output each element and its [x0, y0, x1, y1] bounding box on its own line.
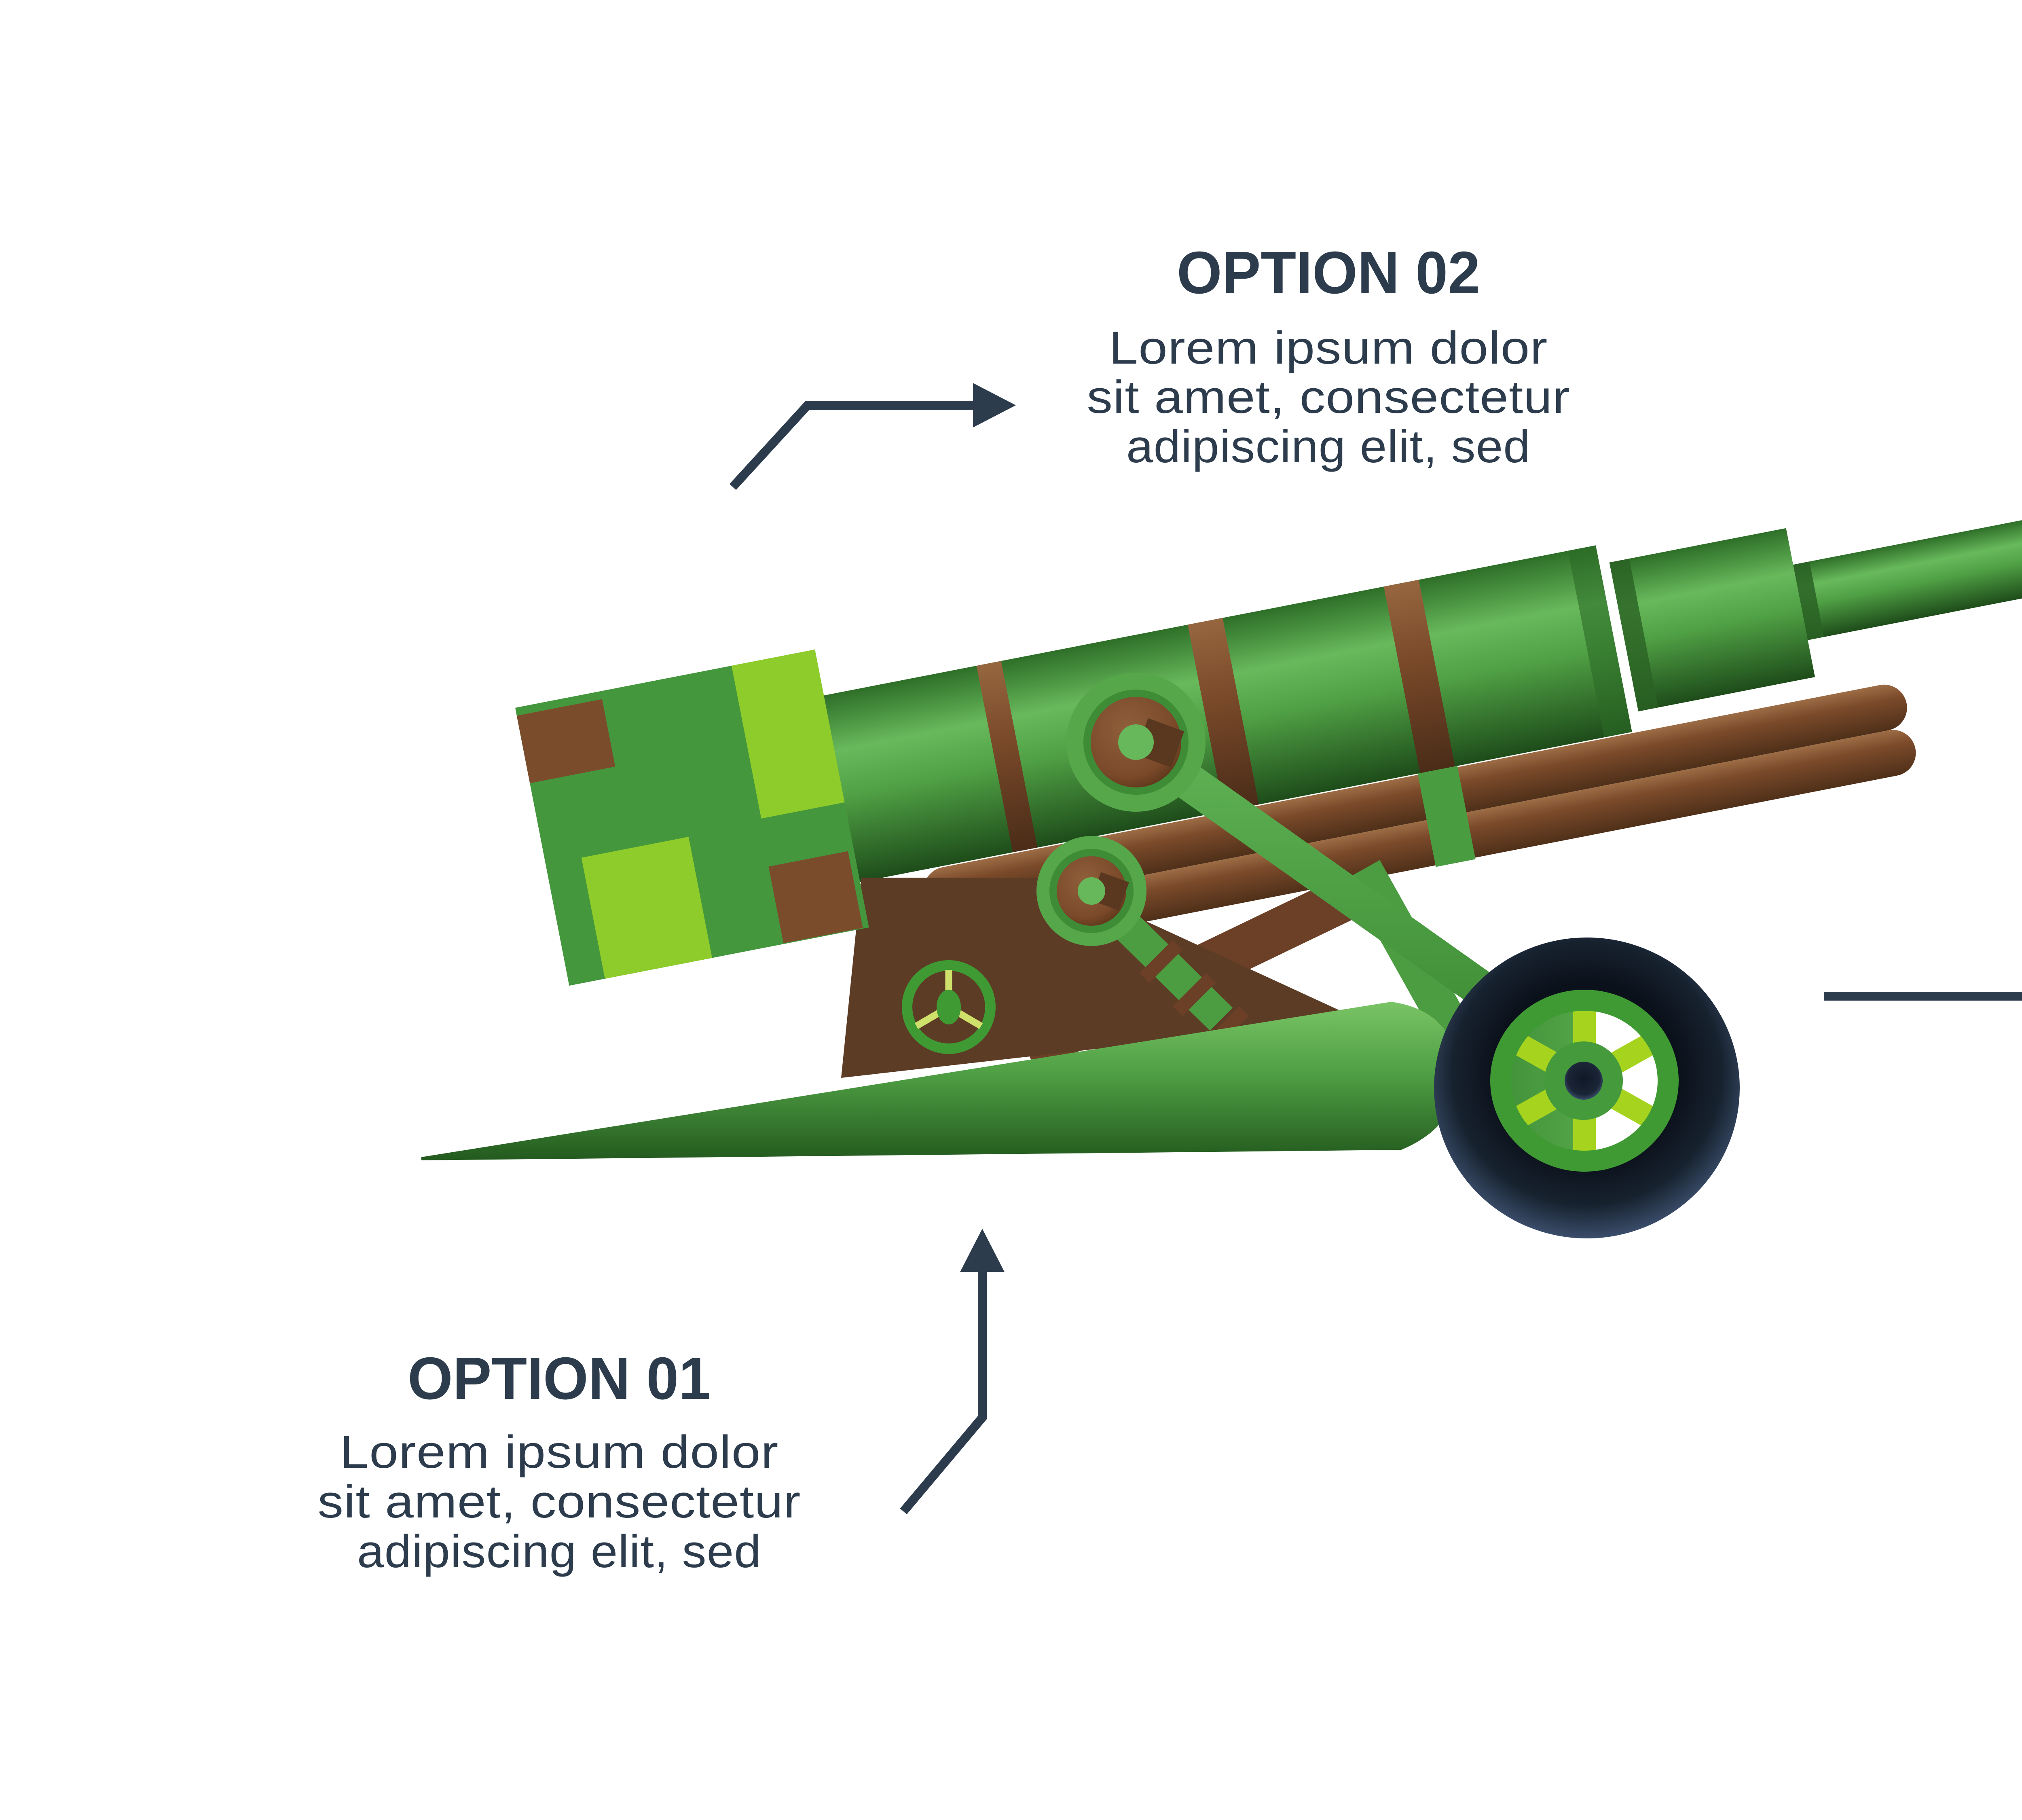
option-01-description-line: adipiscing elit, sed	[357, 1526, 761, 1577]
barrel-step-shadow	[1791, 561, 1824, 641]
barrel-sleeve	[1609, 528, 1815, 711]
option-01-block: OPTION 01 Lorem ipsum dolor sit amet, co…	[318, 1345, 801, 1577]
breech-camo-block	[515, 649, 869, 986]
tube-band	[1417, 766, 1476, 867]
camo-patch-brown	[516, 699, 615, 783]
trunnion-disc-large	[1066, 673, 1206, 812]
option-02-description-line: Lorem ipsum dolor	[1109, 322, 1548, 374]
option-02-block: OPTION 02 Lorem ipsum dolor sit amet, co…	[1087, 239, 1570, 472]
screw-band	[1172, 973, 1216, 1016]
barrel-assembly	[796, 460, 2022, 959]
hub-center	[1565, 1062, 1603, 1100]
handwheel	[902, 960, 996, 1054]
camo-patch-lime	[581, 837, 712, 979]
option-02-arrow-icon	[729, 383, 1016, 490]
housing-end-shadow	[1568, 545, 1632, 738]
sleeve-step-shadow	[1609, 559, 1658, 711]
option-01-description-line: sit amet, consectetur	[318, 1476, 801, 1528]
housing-band	[1383, 580, 1455, 773]
barrel-mid-section	[1791, 460, 2022, 641]
option-02-description-line: sit amet, consectetur	[1087, 372, 1570, 423]
handwheel-hub	[937, 990, 961, 1024]
wheel-rim	[1490, 990, 1679, 1172]
housing-band	[1187, 618, 1259, 811]
screw-band	[1139, 940, 1183, 983]
camo-patch-lime	[731, 649, 845, 819]
handwheel-ring	[902, 960, 996, 1054]
trunnion-disc-small	[1036, 836, 1146, 946]
cannon-illustration	[421, 460, 2022, 1238]
option-01-description-line: Lorem ipsum dolor	[340, 1426, 779, 1478]
wheel	[1434, 938, 1740, 1238]
option-01-arrow-icon	[900, 1229, 1005, 1515]
recuperator-tube	[924, 684, 1907, 913]
option-02-title: OPTION 02	[1177, 239, 1480, 306]
housing-band	[976, 661, 1038, 853]
trail-blade	[421, 1002, 1459, 1160]
option-01-title: OPTION 01	[408, 1345, 711, 1412]
option-03-arrow-icon	[1824, 992, 2022, 1001]
option-02-description-line: adipiscing elit, sed	[1126, 421, 1531, 472]
camo-patch-brown	[768, 851, 863, 944]
recuperator-tube	[932, 730, 1916, 959]
